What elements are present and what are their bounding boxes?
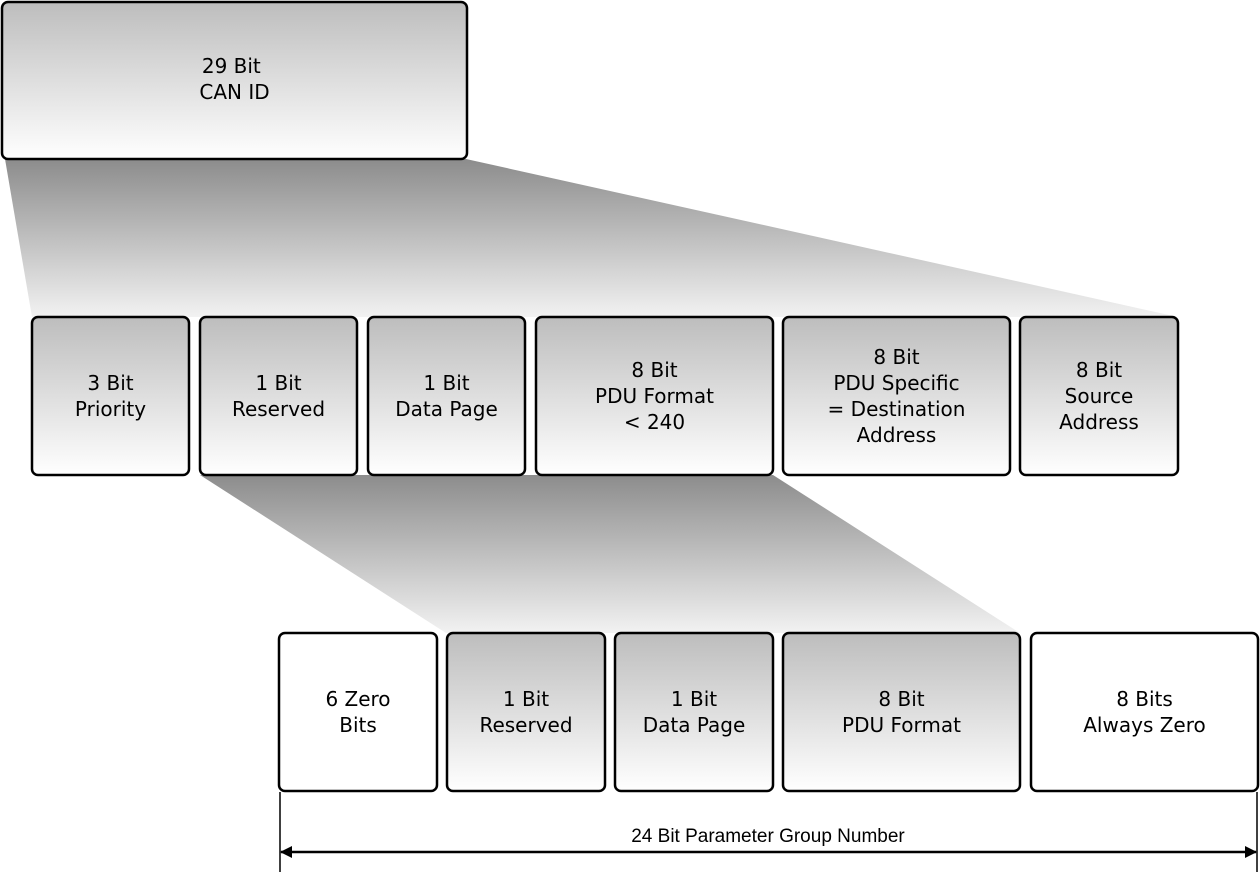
pgn-dimension-label: 24 Bit Parameter Group Number — [631, 826, 905, 847]
id-field-pdu-format-box — [534, 315, 775, 477]
id-field-reserved-line: 1 Bit — [255, 371, 301, 395]
id-field-source-address-line: 8 Bit — [1076, 358, 1122, 382]
pgn-field-zero-bits-box — [277, 631, 439, 793]
id-field-pdu-specific-box — [781, 315, 1012, 477]
id-field-data-page-box — [366, 315, 527, 477]
id-field-priority-line: 3 Bit — [87, 371, 133, 395]
id-field-pdu-specific-line: 8 Bit — [873, 345, 919, 369]
can-id-box: 29 Bit CAN ID — [0, 0, 469, 161]
pgn-field-data-page-line: 1 Bit — [671, 687, 717, 711]
id-field-pdu-format-line: PDU Format — [595, 384, 714, 408]
id-field-data-page-line: 1 Bit — [423, 371, 469, 395]
id-field-pdu-specific-line: = Destination — [828, 397, 966, 421]
pgn-expansion-fan — [200, 475, 1020, 633]
id-field-source-address-line: Source — [1065, 384, 1134, 408]
can-id-label: 29 Bit CAN ID — [199, 54, 269, 104]
id-field-pdu-format-line: < 240 — [624, 410, 685, 434]
id-field-reserved-box — [198, 315, 359, 477]
id-field-pdu-format-line: 8 Bit — [631, 358, 677, 382]
pgn-field-pdu-format-line: PDU Format — [842, 713, 961, 737]
pgn-field-reserved-box — [445, 631, 607, 793]
id-field-source-address-line: Address — [1059, 410, 1139, 434]
pgn-field-zero-bits-line: Bits — [339, 713, 377, 737]
id-field-data-page-line: Data Page — [395, 397, 498, 421]
can-id-line: CAN ID — [199, 80, 269, 104]
pgn-dimension: 24 Bit Parameter Group Number — [279, 792, 1258, 872]
id-field-pdu-specific-line: PDU Specific — [833, 371, 959, 395]
id-field-reserved-line: Reserved — [232, 397, 325, 421]
pgn-field-data-page-box — [613, 631, 775, 793]
id-field-source-address-box — [1018, 315, 1180, 477]
pgn-field-reserved-line: Reserved — [479, 713, 572, 737]
can-id-expansion-fan — [5, 159, 1178, 317]
id-field-pdu-specific-line: Address — [857, 423, 937, 447]
pgn-field-always-zero-line: 8 Bits — [1116, 687, 1173, 711]
pgn-field-always-zero-line: Always Zero — [1083, 713, 1206, 737]
pgn-field-reserved-line: 1 Bit — [503, 687, 549, 711]
id-field-priority-box — [30, 315, 191, 477]
can-id-line: 29 Bit — [202, 54, 261, 78]
pgn-field-data-page-line: Data Page — [643, 713, 746, 737]
pgn-field-pdu-format-line: 8 Bit — [878, 687, 924, 711]
pgn-field-always-zero-box — [1029, 631, 1260, 793]
id-field-priority-line: Priority — [75, 397, 146, 421]
pgn-field-pdu-format-box — [781, 631, 1022, 793]
pgn-field-zero-bits-line: 6 Zero — [325, 687, 390, 711]
